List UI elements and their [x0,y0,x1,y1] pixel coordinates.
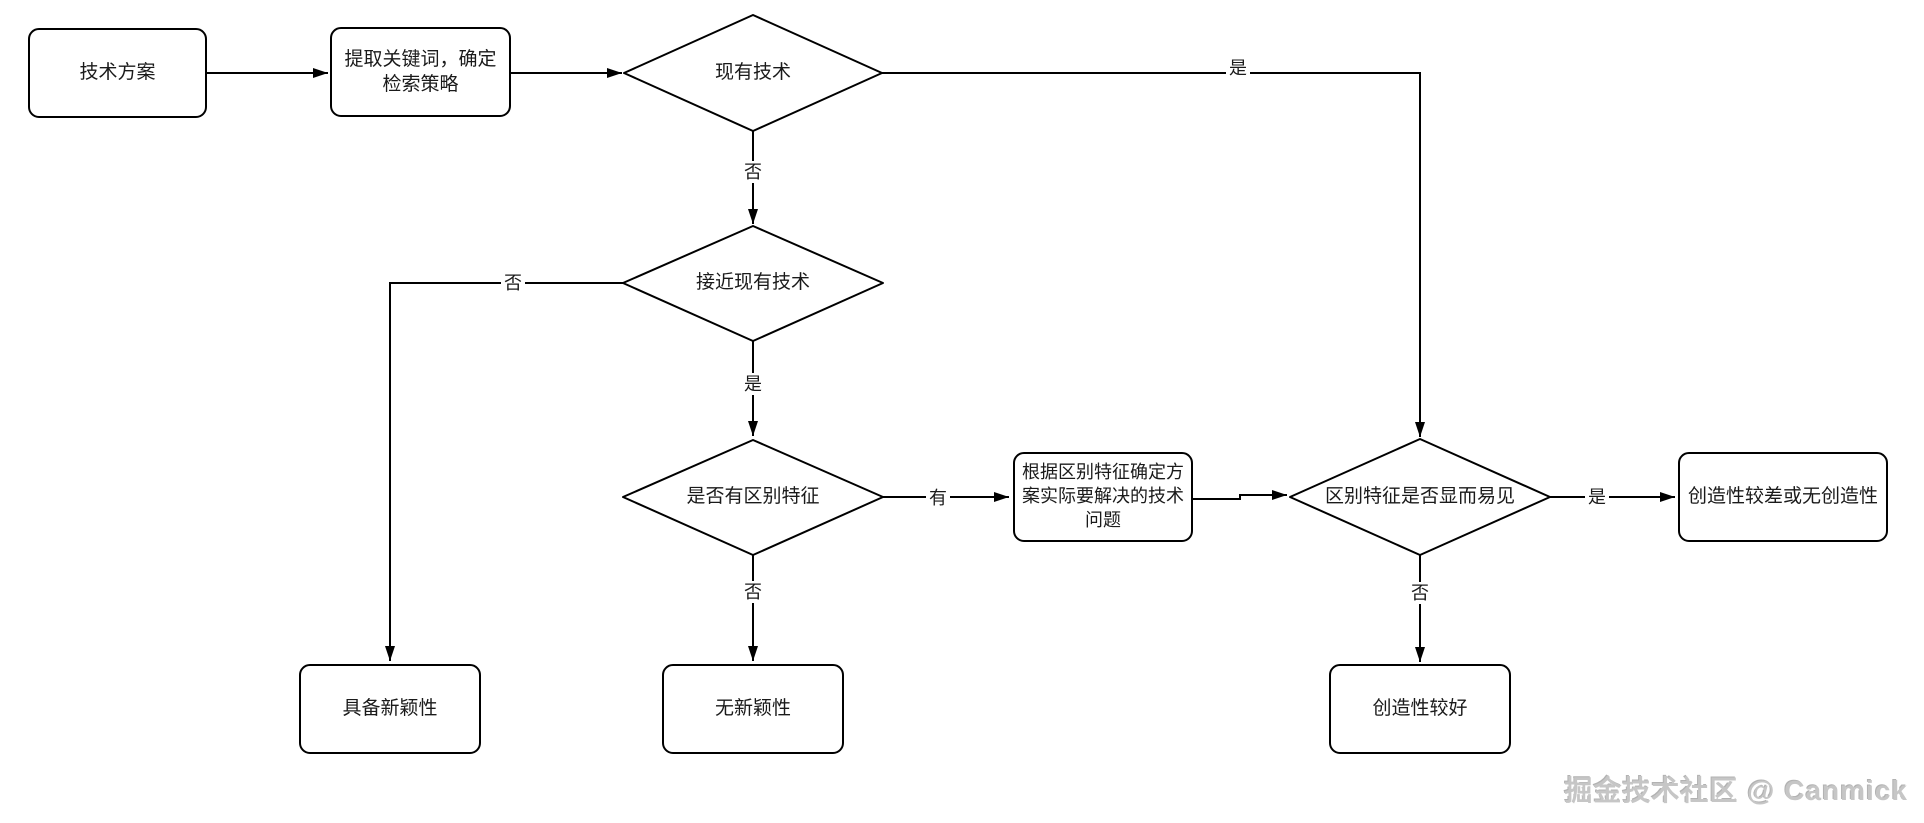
edge-label-prior-art-no: 否 [741,161,765,183]
decision-closest-prior-art-shape [622,225,884,342]
node-novelty: 具备新颖性 [299,664,481,754]
edge-problem-to-obviousness [1193,490,1287,500]
edge-prior-art-yes-to-obviousness [882,72,1425,437]
edge-closest-no-to-novelty [385,282,623,661]
edge-label-features-has: 有 [926,487,950,509]
node-no-novelty: 无新颖性 [662,664,844,754]
decision-prior-art-shape [623,14,883,132]
node-start: 技术方案 [28,28,207,118]
edge-label-prior-art-yes: 是 [1226,57,1250,79]
watermark-text: 掘金技术社区 @ Canmick [1564,775,1908,806]
node-poor-creativity: 创造性较差或无创造性 [1678,452,1888,542]
edge-label-closest-no: 否 [501,272,525,294]
node-good-creativity: 创造性较好 [1329,664,1511,754]
edge-label-obvious-no: 否 [1408,582,1432,604]
edge-label-obvious-yes: 是 [1585,486,1609,508]
decision-obviousness-shape [1289,438,1551,556]
decision-distinguish-feature-shape [622,439,884,556]
node-determine-problem: 根据区别特征确定方案实际要解决的技术问题 [1013,452,1193,542]
edge-label-closest-yes: 是 [741,373,765,395]
node-extract-keywords: 提取关键词，确定检索策略 [330,27,511,117]
edge-label-features-no: 否 [741,581,765,603]
